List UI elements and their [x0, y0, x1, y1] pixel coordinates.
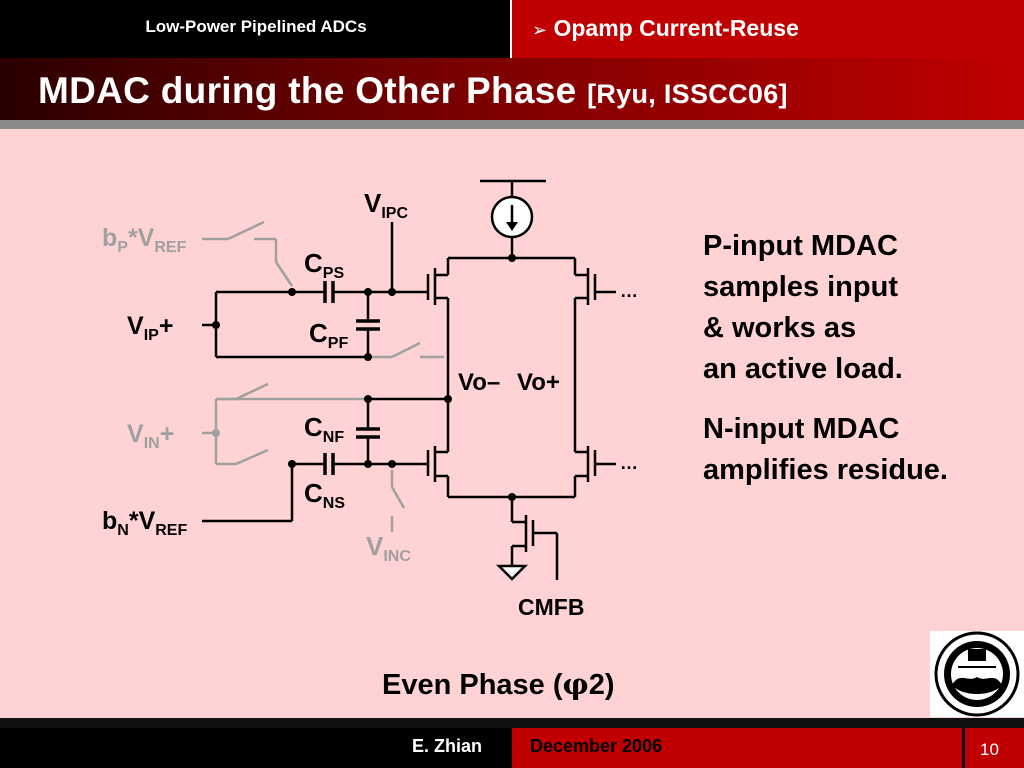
- p-mdac-description: P-input MDAC samples input & works as an…: [703, 230, 903, 385]
- cnf-label: CNF: [304, 412, 344, 446]
- circuit-nodes: [212, 254, 516, 501]
- cpf-switch-blade: [391, 341, 421, 359]
- cns-label: CNS: [304, 478, 345, 512]
- vo-minus-label: Vo–: [458, 369, 500, 396]
- capacitor-plates: [323, 281, 380, 475]
- vinc-label: VINC: [366, 531, 411, 565]
- title-bar-shadow: [0, 120, 1024, 129]
- vipc-label: VIPC: [364, 188, 408, 222]
- vip-label: VIP+: [127, 312, 173, 344]
- n-mdac-description: N-input MDAC amplifies residue.: [703, 413, 948, 486]
- bn-vref-label: bN*VREF: [102, 507, 187, 539]
- vinc-switch-blade: [390, 486, 406, 509]
- slide-title-main: MDAC during the Other Phase: [38, 70, 577, 111]
- slide-title-reference: [Ryu, ISSCC06]: [587, 79, 788, 109]
- presentation-date: December 2006: [530, 736, 663, 756]
- footer-left: [0, 728, 512, 768]
- vin-switch-lower-blade: [235, 448, 269, 466]
- ground-icon: [495, 564, 529, 581]
- section-title-text: Opamp Current-Reuse: [553, 15, 799, 41]
- cps-label: CPS: [304, 248, 344, 282]
- nmos-continuation-dots: …: [620, 453, 638, 473]
- circuit-wires-inactive: [202, 220, 444, 532]
- vin-input-node: [212, 429, 220, 437]
- university-seal-logo: [930, 631, 1024, 717]
- bp-vref-label: bP*VREF: [102, 224, 187, 256]
- phi-symbol: φ: [562, 667, 589, 701]
- footer-date-panel: [512, 728, 962, 768]
- description-panel: P-input MDAC samples input & works as an…: [703, 226, 1021, 491]
- vin-label: VIN+: [127, 420, 174, 452]
- seal-graphic: [934, 631, 1020, 717]
- title-bar: [0, 58, 1024, 120]
- phase-label: Even Phase (φ2): [382, 667, 615, 701]
- cpf-label: CPF: [309, 318, 348, 352]
- footer-number-panel: [962, 728, 1024, 768]
- section-title: ➢ Opamp Current-Reuse: [532, 15, 799, 42]
- vin-switch-upper-blade: [235, 382, 269, 401]
- current-arrow-icon: [506, 222, 518, 231]
- pmos-continuation-dots: …: [620, 281, 638, 301]
- bp-switch-blade: [227, 220, 265, 241]
- vo-plus-label: Vo+: [517, 369, 560, 396]
- slide-number: 10: [980, 740, 999, 759]
- header-right-bar: [512, 0, 1024, 58]
- course-title: Low-Power Pipelined ADCs: [145, 17, 367, 36]
- author-name: E. Zhian: [412, 736, 483, 756]
- arrow-bullet-icon: ➢: [532, 20, 548, 41]
- slide-title: MDAC during the Other Phase [Ryu, ISSCC0…: [38, 70, 788, 112]
- cmfb-label: CMFB: [518, 594, 584, 620]
- header-left-bar: [0, 0, 512, 58]
- footer-shade: [0, 718, 1024, 728]
